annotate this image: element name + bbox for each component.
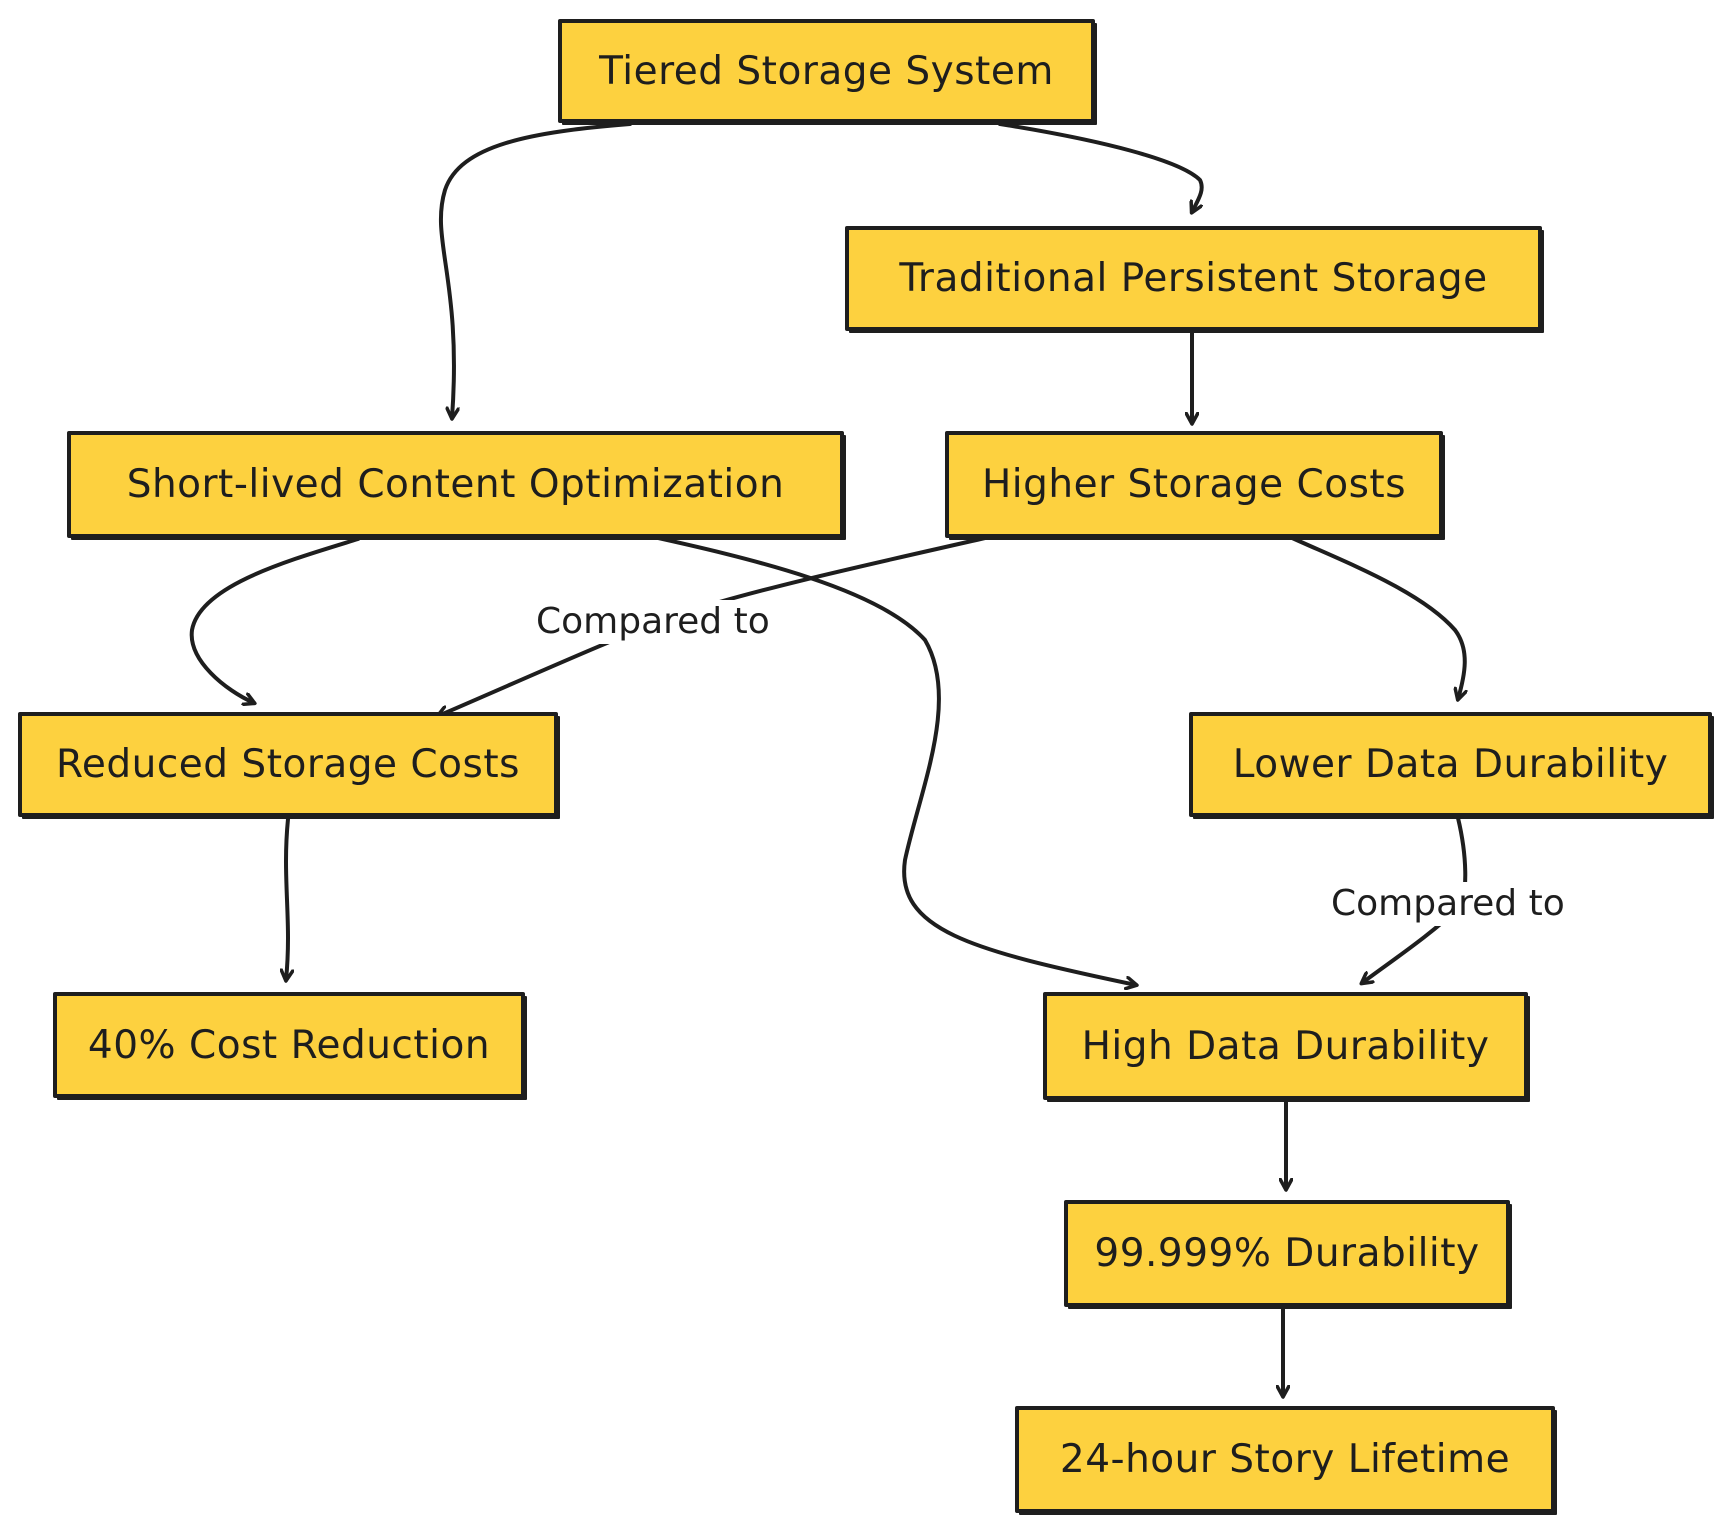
node-high-data-durability: High Data Durability	[1043, 992, 1528, 1100]
node-reduced-storage-costs: Reduced Storage Costs	[18, 712, 558, 817]
edge-label-compared-to: Compared to	[1325, 882, 1571, 926]
edge-label-compared-to: Compared to	[530, 600, 776, 644]
node-higher-storage-costs: Higher Storage Costs	[945, 431, 1443, 538]
edge-tiered-to-traditional	[998, 122, 1204, 212]
node-99999-percent-durability: 99.999% Durability	[1064, 1200, 1510, 1307]
node-40-percent-cost-reduction: 40% Cost Reduction	[53, 992, 525, 1098]
edge-reduced-costs-to-cost-reduction	[286, 817, 288, 980]
node-short-lived-content-optimization: Short-lived Content Optimization	[67, 431, 844, 538]
edge-short-lived-to-reduced-costs	[189, 537, 360, 703]
node-traditional-persistent-storage: Traditional Persistent Storage	[845, 226, 1542, 331]
edge-short-lived-to-high-durability	[633, 531, 1136, 985]
edge-tiered-to-short-lived	[438, 122, 632, 418]
edge-higher-costs-to-lower-durability	[1288, 535, 1465, 699]
node-tiered-storage-system: Tiered Storage System	[558, 19, 1095, 123]
node-lower-data-durability: Lower Data Durability	[1189, 712, 1712, 817]
node-24-hour-story-lifetime: 24-hour Story Lifetime	[1015, 1406, 1555, 1513]
